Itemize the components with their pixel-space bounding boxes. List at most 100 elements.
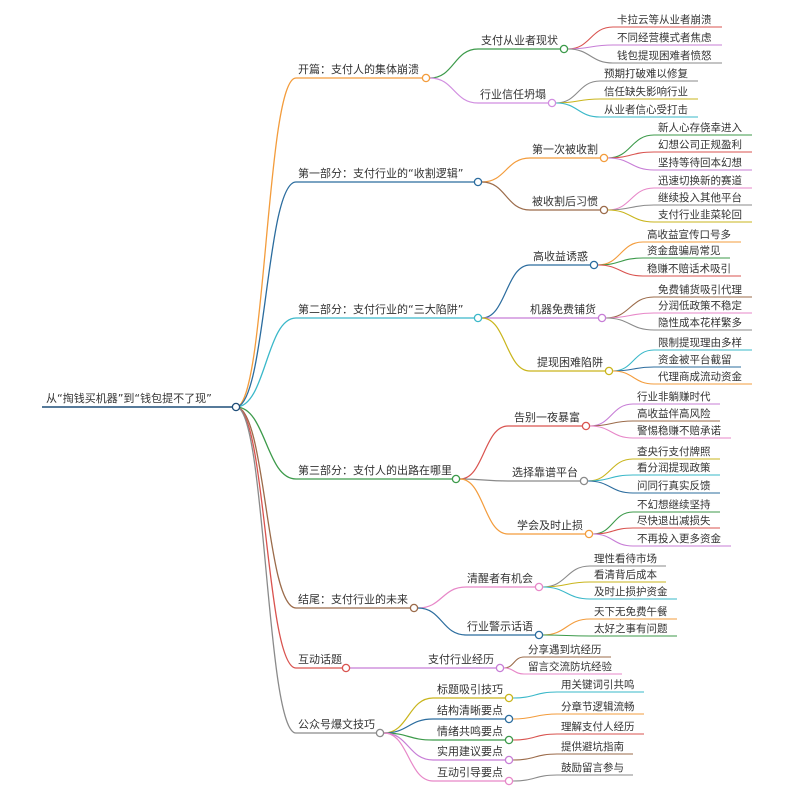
leaf-node-label: 卡拉云等从业者崩溃: [617, 13, 712, 26]
child-node-handle[interactable]: [597, 313, 607, 323]
section-node-handle[interactable]: [421, 73, 431, 83]
child-node-label: 行业信任坍塌: [480, 87, 546, 101]
leaf-node-label: 行业非躺赚时代: [637, 390, 711, 403]
child-node-handle[interactable]: [504, 714, 514, 724]
section-node-label: 互动话题: [298, 653, 342, 666]
child-node-handle[interactable]: [604, 366, 614, 376]
section-node-handle[interactable]: [341, 663, 351, 673]
section-to-child-link: [481, 264, 531, 319]
leaf-node-label: 钱包提现困难者愤怒: [617, 49, 712, 62]
leaf-node-label: 警惕稳赚不赔承诺: [637, 424, 721, 437]
child-node-handle[interactable]: [504, 693, 514, 703]
child-to-leaf-link: [512, 691, 558, 699]
leaf-node-label: 问同行真实反馈: [637, 479, 711, 492]
section-node-label: 开篇：支付人的集体崩溃: [298, 62, 419, 76]
leaf-node-label: 分润低政策不稳定: [658, 299, 742, 312]
leaf-node-label: 太好之事有问题: [594, 622, 668, 635]
leaf-node-label: 资金盘骗局常见: [647, 244, 721, 257]
child-node-handle[interactable]: [559, 44, 569, 54]
leaf-node-label: 新人心存侥幸进入: [658, 121, 742, 134]
leaf-node-label: 不幻想继续坚持: [637, 498, 711, 511]
child-to-leaf-link: [542, 565, 591, 588]
child-node-handle[interactable]: [504, 755, 514, 765]
section-node-handle[interactable]: [451, 474, 461, 484]
child-node-handle[interactable]: [534, 582, 544, 592]
section-to-child-link: [481, 157, 531, 183]
section-node-handle[interactable]: [473, 313, 483, 323]
leaf-node-label: 用关键词引共鸣: [561, 678, 635, 691]
leaf-node-label: 不再投入更多资金: [637, 532, 721, 545]
child-to-leaf-link: [512, 753, 558, 761]
child-node-handle[interactable]: [495, 663, 505, 673]
leaf-node-label: 坚持等待回本幻想: [658, 156, 742, 169]
leaf-node-label: 迅速切换新的赛道: [658, 174, 742, 187]
child-to-leaf-link: [503, 656, 525, 669]
child-to-leaf-link: [612, 366, 655, 372]
leaf-node-label: 分享遇到坑经历: [528, 643, 602, 656]
child-node-label: 学会及时止损: [517, 518, 583, 532]
leaf-node-label: 留言交流防坑经验: [528, 660, 612, 673]
child-node-handle[interactable]: [581, 421, 591, 431]
leaf-node-label: 限制提现理由多样: [658, 336, 742, 349]
child-node-label: 机器免费铺货: [530, 302, 596, 316]
leaf-node-label: 幻想公司正规盈利: [658, 138, 742, 151]
child-to-leaf-link: [512, 774, 558, 782]
root-to-section-link: [235, 181, 297, 408]
child-to-leaf-link: [589, 420, 634, 427]
child-node-label: 第一次被收割: [532, 142, 598, 156]
section-node-handle[interactable]: [473, 177, 483, 187]
child-to-leaf-link: [512, 713, 558, 720]
child-node-label: 行业警示话语: [467, 619, 533, 633]
child-to-leaf-link: [589, 425, 634, 439]
root-node-handle[interactable]: [231, 402, 241, 412]
section-to-child-link: [429, 77, 479, 104]
child-to-leaf-link: [612, 349, 655, 372]
child-node-label: 结构清晰要点: [437, 703, 503, 717]
child-to-leaf-link: [605, 312, 655, 319]
root-to-section-link: [235, 406, 297, 669]
root-to-section-link: [235, 406, 297, 480]
child-to-leaf-link: [567, 44, 614, 50]
section-to-child-link: [481, 317, 531, 372]
child-to-leaf-link: [605, 317, 655, 331]
leaf-node-label: 天下无免费午餐: [594, 605, 668, 618]
root-node-label: 从“掏钱买机器”到“钱包提不了现”: [46, 391, 212, 405]
root-to-section-link: [235, 406, 297, 609]
leaf-node-label: 稳赚不赔话术吸引: [647, 262, 731, 275]
child-node-handle[interactable]: [599, 153, 609, 163]
leaf-node-label: 鼓励留言参与: [561, 761, 624, 774]
leaf-node-label: 理解支付人经历: [561, 720, 635, 733]
child-to-leaf-link: [607, 209, 655, 223]
section-to-child-link: [459, 478, 509, 482]
section-node-label: 公众号爆文技巧: [298, 717, 375, 731]
section-node-label: 结尾：支付行业的未来: [298, 592, 408, 606]
root-to-section-link: [235, 317, 297, 408]
section-to-child-link: [417, 607, 467, 636]
child-node-label: 实用建议要点: [437, 744, 503, 758]
section-to-child-link: [383, 697, 434, 734]
child-to-leaf-link: [512, 733, 558, 741]
leaf-node-label: 预期打破难以修复: [604, 67, 688, 80]
child-node-handle[interactable]: [534, 630, 544, 640]
child-to-leaf-link: [607, 157, 655, 171]
child-node-handle[interactable]: [589, 260, 599, 270]
child-node-handle[interactable]: [504, 776, 514, 786]
child-node-handle[interactable]: [547, 98, 557, 108]
leaf-node-label: 及时止损护资金: [594, 585, 668, 598]
child-node-handle[interactable]: [579, 476, 589, 486]
section-node-handle[interactable]: [409, 603, 419, 613]
child-node-handle[interactable]: [599, 205, 609, 215]
child-node-handle[interactable]: [584, 529, 594, 539]
child-to-leaf-link: [597, 264, 644, 277]
child-node-label: 高收益诱惑: [533, 249, 588, 263]
child-node-label: 提现困难陷阱: [537, 355, 603, 369]
section-to-child-link: [459, 478, 509, 535]
child-node-handle[interactable]: [504, 735, 514, 745]
root-to-section-link: [235, 406, 297, 734]
child-to-leaf-link: [592, 533, 634, 547]
leaf-node-label: 提供避坑指南: [561, 740, 624, 753]
child-to-leaf-link: [555, 98, 601, 104]
section-node-handle[interactable]: [375, 728, 385, 738]
child-to-leaf-link: [605, 296, 655, 319]
